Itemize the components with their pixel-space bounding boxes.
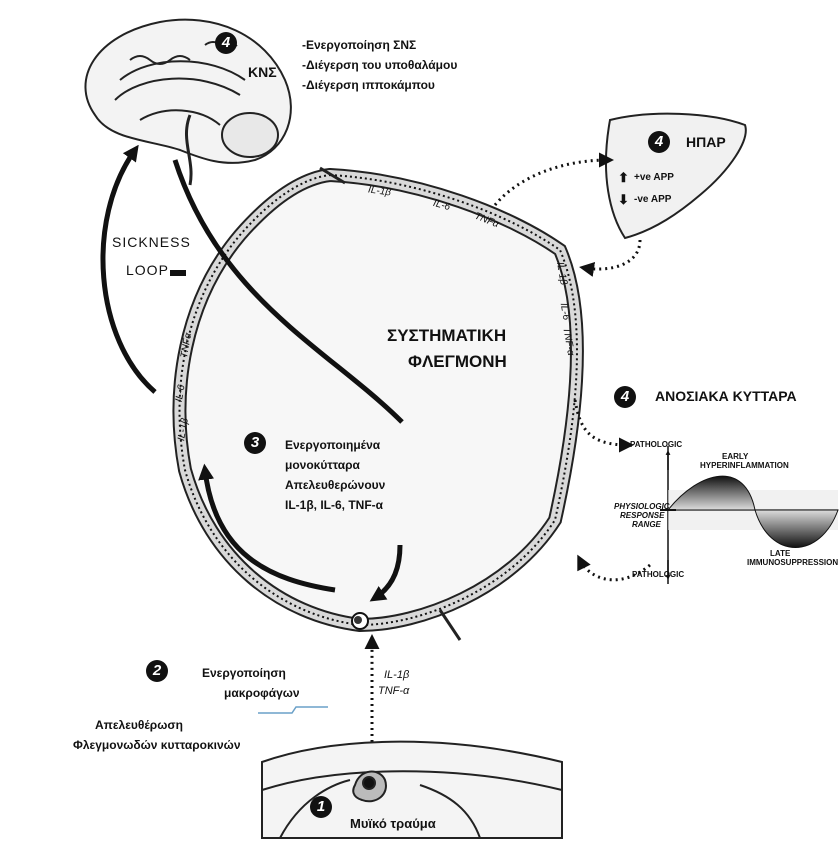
cns-badge: 4: [215, 32, 237, 54]
monocytes-line2: μονοκύτταρα: [285, 458, 360, 472]
macrophage-line1: Ενεργοποίηση: [202, 666, 286, 680]
loop-label: LOOP: [126, 262, 169, 278]
monocytes-line3: Απελευθερώνουν: [285, 478, 385, 492]
muscle-label: Μυϊκό τραύμα: [350, 816, 436, 831]
liver-up-arrow-icon: ⬆: [618, 170, 629, 186]
graph-early-1: EARLY: [722, 452, 748, 461]
graph-physiologic-3: RANGE: [632, 520, 661, 529]
liver-down-label: -ve APP: [634, 194, 671, 205]
brain-illustration: [85, 20, 290, 185]
graph-pathologic-top: PATHOLOGIC: [630, 440, 682, 449]
release-line1: Απελευθέρωση: [95, 718, 183, 732]
immune-title: ΑΝΟΣΙΑΚΑ ΚΥΤΤΑΡΑ: [655, 388, 797, 404]
graph-early-2: HYPERINFLAMMATION: [700, 461, 789, 470]
liver-badge: 4: [648, 131, 670, 153]
systemic-vessel-ring: [180, 168, 577, 640]
graph-late-2: IMMUNOSUPPRESSION: [747, 558, 838, 567]
monocytes-line1: Ενεργοποιημένα: [285, 438, 380, 452]
center-title-line2: ΦΛΕΓΜΟΝΗ: [408, 352, 507, 372]
cns-bullet-1: -Ενεργοποίηση ΣΝΣ: [302, 38, 416, 52]
graph-late-1: LATE: [770, 549, 790, 558]
liver-up-label: +ve APP: [634, 172, 674, 183]
cns-bullet-3: -Διέγερση ιπποκάμπου: [302, 78, 435, 92]
liver-down-arrow-icon: ⬇: [618, 192, 629, 208]
cns-bullet-2: -Διέγερση του υποθαλάμου: [302, 58, 457, 72]
cytokine-il1b-lower: IL-1β: [384, 669, 409, 681]
monocytes-badge: 3: [244, 432, 266, 454]
minus-sign: [170, 270, 186, 276]
cns-title: ΚΝΣ: [248, 64, 277, 80]
muscle-badge: 1: [310, 796, 332, 818]
graph-physiologic-2: RESPONSE: [620, 511, 664, 520]
monocytes-line4: IL-1β, IL-6, TNF-α: [285, 498, 383, 512]
macrophage-line2: μακροφάγων: [224, 686, 300, 700]
graph-pathologic-bottom: PATHOLOGIC: [632, 570, 684, 579]
macrophage-arrow: [258, 707, 328, 713]
liver-title: ΗΠΑΡ: [686, 134, 726, 150]
sickness-label: SICKNESS: [112, 234, 191, 250]
center-title-line1: ΣΥΣΤΗΜΑΤΙΚΗ: [387, 326, 506, 346]
graph-physiologic-1: PHYSIOLOGIC: [614, 502, 670, 511]
immune-badge: 4: [614, 386, 636, 408]
cytokine-tnfa-lower: TNF-α: [378, 685, 409, 697]
release-line2: Φλεγμονωδών κυτταροκινών: [73, 738, 241, 752]
macrophage-badge: 2: [146, 660, 168, 682]
